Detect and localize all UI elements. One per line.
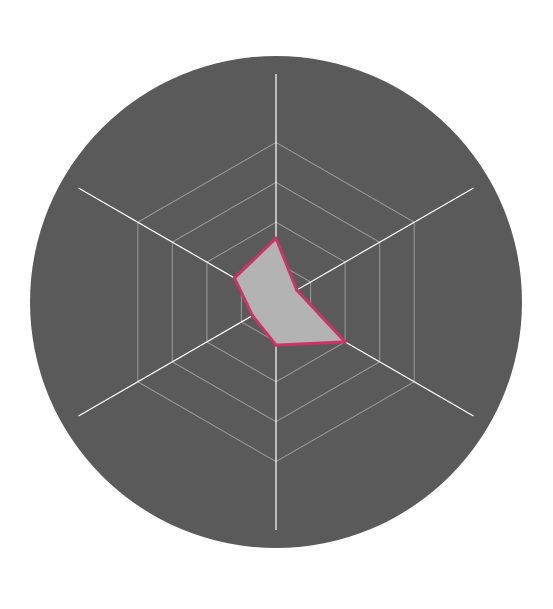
radar-point-5 <box>250 314 255 318</box>
radar-point-2 <box>295 288 299 292</box>
radar-series <box>232 236 347 347</box>
radar-point-3 <box>343 340 347 344</box>
radar-spoke-2 <box>275 187 474 303</box>
radar-point-6 <box>232 276 237 280</box>
radar-point-1 <box>274 236 278 240</box>
radar-spoke-5 <box>78 301 277 417</box>
radar-point-4 <box>274 343 278 347</box>
